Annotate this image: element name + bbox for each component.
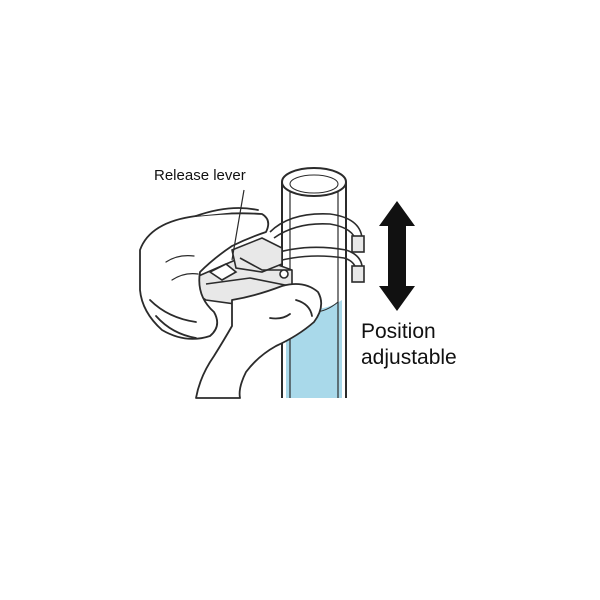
tube-rim <box>281 167 347 197</box>
position-adjustable-label-line2: adjustable <box>361 346 457 369</box>
position-arrow <box>379 201 415 311</box>
release-lever-label: Release lever <box>154 167 246 184</box>
hand <box>139 207 323 399</box>
clamp-body <box>193 237 293 307</box>
clamp-straps <box>261 213 365 283</box>
position-adjustable-label-line1: Position <box>361 320 436 343</box>
release-lever-leader <box>231 189 245 261</box>
